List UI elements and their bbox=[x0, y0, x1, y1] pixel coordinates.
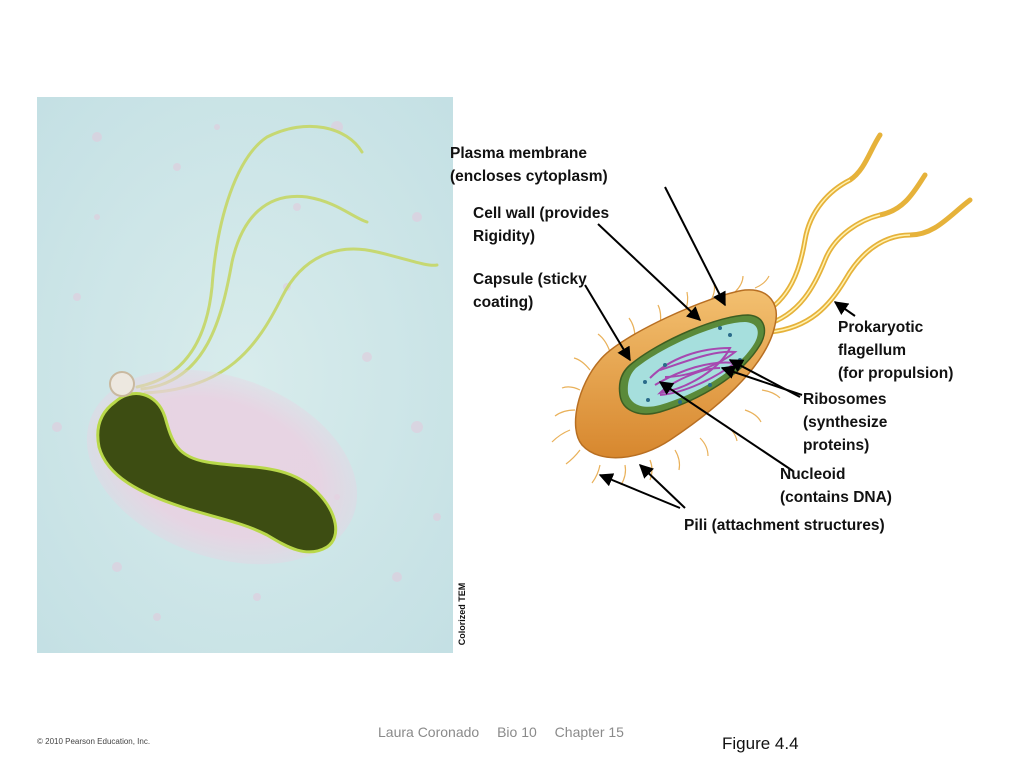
label-line: (contains DNA) bbox=[780, 489, 892, 506]
label-line: (synthesize bbox=[803, 414, 888, 431]
caption-text: Colorized TEM bbox=[457, 582, 467, 646]
figure-label: Figure 4.4 bbox=[722, 734, 799, 753]
label-line: Rigidity) bbox=[473, 228, 535, 245]
label-line: flagellum bbox=[838, 342, 907, 359]
micrograph-image bbox=[37, 97, 453, 653]
label-pili: Pili (attachment structures) bbox=[684, 514, 885, 537]
label-line: Prokaryotic bbox=[838, 319, 924, 336]
label-line: Plasma membrane bbox=[450, 145, 587, 162]
label-nucleoid: Nucleoid (contains DNA) bbox=[780, 463, 892, 509]
micrograph-caption: Colorized TEM bbox=[456, 572, 468, 656]
footer-chapter: Chapter 15 bbox=[554, 724, 624, 740]
slide-footer: Laura Coronado Bio 10 Chapter 15 bbox=[378, 724, 638, 740]
label-line: Ribosomes bbox=[803, 391, 887, 408]
label-flagellum: Prokaryotic flagellum (for propulsion) bbox=[838, 316, 953, 385]
label-capsule: Capsule (sticky coating) bbox=[473, 268, 587, 314]
label-line: Capsule (sticky bbox=[473, 271, 587, 288]
label-line: Pili (attachment structures) bbox=[684, 517, 885, 534]
label-line: proteins) bbox=[803, 437, 870, 454]
label-plasma-membrane: Plasma membrane (encloses cytoplasm) bbox=[450, 142, 608, 188]
label-line: Cell wall (provides bbox=[473, 205, 610, 222]
label-ribosomes: Ribosomes (synthesize proteins) bbox=[803, 388, 887, 457]
prokaryote-diagram bbox=[530, 120, 1010, 540]
label-line: (for propulsion) bbox=[838, 365, 954, 382]
footer-author: Laura Coronado bbox=[378, 724, 480, 740]
footer-course: Bio 10 bbox=[497, 724, 537, 740]
label-line: Nucleoid bbox=[780, 466, 846, 483]
label-line: coating) bbox=[473, 294, 534, 311]
label-cell-wall: Cell wall (provides Rigidity) bbox=[473, 202, 609, 248]
label-line: (encloses cytoplasm) bbox=[450, 168, 608, 185]
copyright-text: © 2010 Pearson Education, Inc. bbox=[37, 737, 151, 746]
